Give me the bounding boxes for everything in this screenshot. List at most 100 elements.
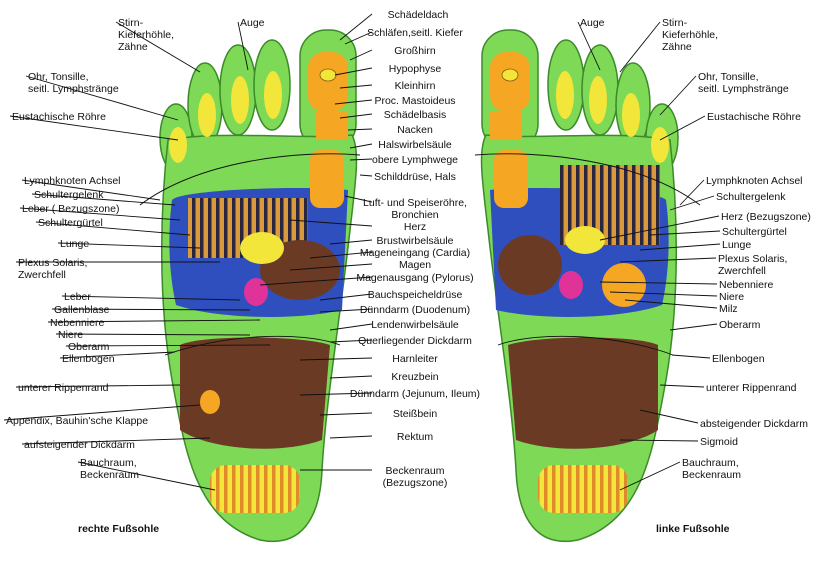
center-label: (Bezugszone) [383,477,448,489]
center-label: Großhirn [394,45,436,57]
left-label-leader [3,404,201,421]
left-label-leader [25,75,179,121]
left-foot-toe-zone-4 [198,93,216,137]
right-label: Ohr, Tonsille, [698,71,759,83]
right-foot-pylorus [559,271,583,299]
left-label-leader [21,437,211,445]
center-label-leader [339,113,373,119]
left-label-leader [21,179,161,201]
center-label-leader [319,412,373,416]
left-label: Appendix, Bauhin'sche Klappe [6,415,148,427]
right-label: Beckenraum [682,469,741,481]
right-label-leader [639,243,721,251]
center-label: Beckenraum [386,465,445,477]
right-label: Kieferhöhle, [662,29,718,41]
left-label-leader [15,384,181,388]
left-label: Schultergürtel [38,217,103,229]
right-label: Sigmoid [700,436,738,448]
center-label: Schläfen,seitl. Kiefer [367,27,463,39]
left-foot-thyroid-zone [310,150,344,208]
right-label: unterer Rippenrand [706,382,797,394]
left-label: Leber ( Bezugszone) [22,203,119,215]
caption-left-sole: linke Fußsohle [656,523,730,535]
left-label-leader [47,319,261,323]
center-label: Schädelbasis [384,109,446,121]
right-label: Milz [719,303,738,315]
left-label: Ellenbogen [62,353,115,365]
center-label: Magen [399,259,431,271]
center-label: Rektum [397,431,433,443]
right-label: Lymphknoten Achsel [706,175,803,187]
left-foot-toe-zone-3 [231,76,249,124]
center-label-leader [329,339,373,343]
left-foot-head-zone [308,52,348,112]
center-label-leader [334,67,373,76]
left-label: Zwerchfell [18,269,66,281]
right-foot [474,29,701,543]
right-label-leader [649,230,721,236]
center-label-leader [299,357,373,361]
right-label-leader [599,281,718,285]
left-label-leader [19,207,181,221]
center-label: Nacken [397,124,433,136]
center-label-leader [339,84,373,89]
left-label-leader [115,21,201,73]
right-foot-stomach-zone [498,235,562,295]
left-label-leader [51,308,251,311]
center-label-leader [349,158,373,161]
left-foot-toe-zone-2 [264,71,282,119]
left-label-leader [55,333,251,336]
right-label: Nebenniere [719,279,773,291]
center-label-leader [329,435,373,439]
center-label-leader [309,251,373,259]
right-foot-toe-zone-2 [556,71,574,119]
right-label-leader [609,291,718,297]
right-foot-heart-zone [565,226,605,254]
center-label-leader [319,308,373,313]
center-label: Herz [404,221,426,233]
center-label: Lendenwirbelsäule [371,319,459,331]
right-label-leader [619,257,717,263]
left-foot-toe-zone-5 [169,127,187,163]
left-label-leader [61,295,241,301]
right-label-leader [619,21,661,73]
center-label-leader [349,49,373,61]
center-label: Dünndarm (Jejunum, Ileum) [350,388,480,400]
left-label: Ohr, Tonsille, [28,71,89,83]
center-label: Luft- und Speiseröhre, [363,197,467,209]
center-label: Halswirbelsäule [378,139,452,151]
right-label: Lunge [722,239,751,251]
left-label: seitl. Lymphstränge [28,83,119,95]
right-label: Herz (Bezugszone) [721,211,811,223]
left-foot-neck-zone [316,112,348,140]
left-label-leader [9,115,179,141]
left-label: Schultergelenk [34,189,104,201]
left-label-leader [35,221,191,236]
left-foot-intestine-zone [180,337,330,449]
right-foot-pituitary [501,68,519,82]
center-label-leader [289,219,373,227]
right-label-leader [679,179,705,206]
left-foot [139,29,361,543]
right-foot-spleen-zone [602,263,646,307]
center-label: Harnleiter [392,353,438,365]
left-label: Zähne [118,41,148,53]
left-label: Lymphknoten Achsel [24,175,121,187]
center-label: Schädeldach [388,9,449,21]
left-label: Lunge [60,238,89,250]
right-foot-toe-zone-4 [622,93,640,137]
right-label: Stirn- [662,17,688,29]
left-foot-pelvis-zone [210,465,300,513]
right-label: Schultergürtel [722,226,787,238]
caption-right-sole: rechte Fußsohle [78,523,159,535]
center-label-leader [359,174,373,177]
right-foot-thyroid-zone [494,150,528,208]
right-label: seitl. Lymphstränge [698,83,789,95]
left-label-leader [65,344,271,347]
right-foot-toe-zone-5 [651,127,669,163]
center-label-leader [334,99,373,105]
right-label-leader [659,75,697,116]
left-label: Oberarm [68,341,110,353]
left-label: Gallenblase [54,304,110,316]
